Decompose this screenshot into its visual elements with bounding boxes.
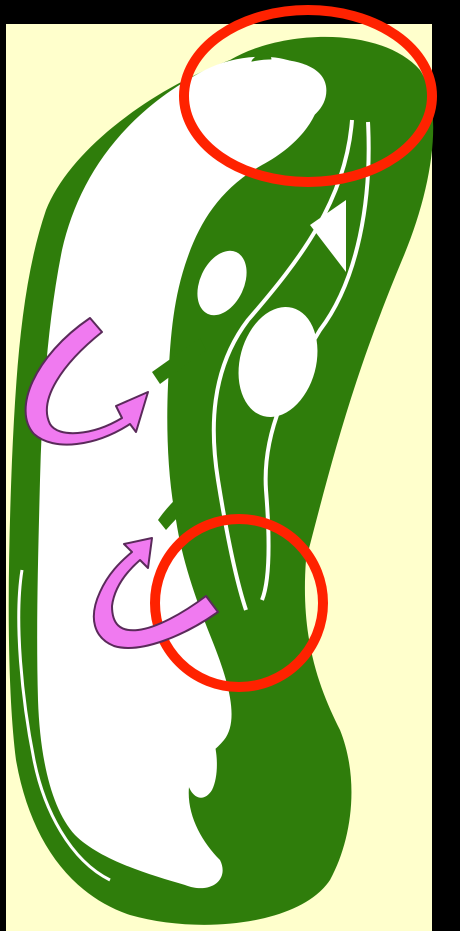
diagram-canvas [0,0,460,931]
tissue-section-diagram [0,0,460,931]
